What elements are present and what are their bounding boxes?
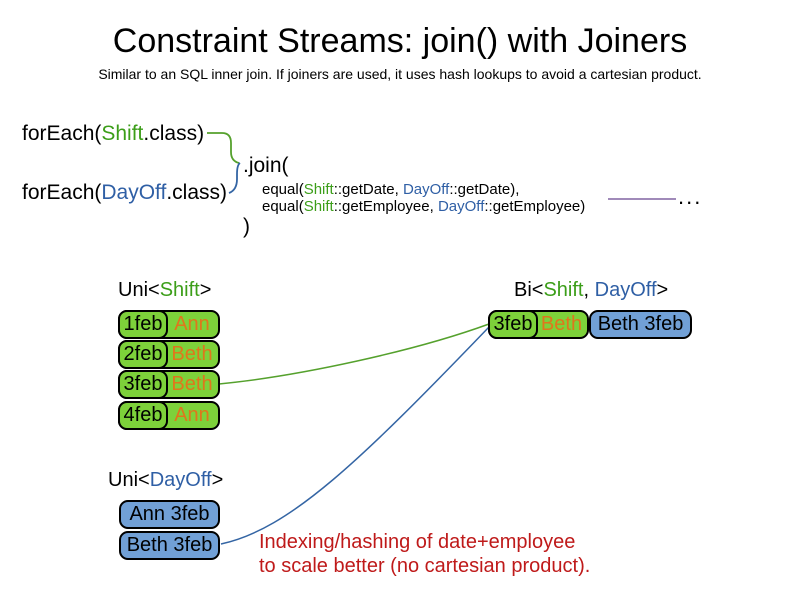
annotation-line-1: Indexing/hashing of date+employee [259,531,576,553]
shift-employee-cell: Ann [174,404,210,426]
join-brace-blue-connector [228,162,241,194]
code-segment: .class) [143,122,205,145]
uni-shift-heading: Uni<Shift> [118,279,211,302]
shift-employee-cell: Ann [174,313,210,335]
shift-employee-cell: Beth [171,373,213,395]
heading-segment: > [656,279,669,301]
bi-shift-part: 3feb Beth [488,310,589,339]
bi-shift-date-cell: 3feb [488,310,538,339]
shift-class-token: Shift [543,279,584,301]
shift-row: 2feb Beth [118,340,220,369]
shift-row-to-bi-connector [218,323,490,385]
heading-segment: Bi< [514,279,544,301]
dayoff-row: Ann 3feb [119,500,220,529]
join-close-code: ) [243,215,250,238]
dayoff-class-token: DayOff [594,279,657,301]
shift-row: 4feb Ann [118,401,220,430]
heading-segment: > [199,279,212,301]
dayoff-class-token: DayOff [101,181,167,204]
join-open-code: .join( [243,154,289,177]
bi-dayoff-cell: Beth 3feb [597,313,684,335]
bi-shift-employee-cell: Beth [540,313,583,335]
dayoff-cell: Beth 3feb [126,534,213,556]
foreach-dayoff-code: forEach(DayOff.class) [22,181,227,205]
slide-title: Constraint Streams: join() with Joiners [112,22,688,60]
code-segment: forEach( [22,181,102,204]
slide-subtitle: Similar to an SQL inner join. If joiners… [98,66,702,82]
shift-date-cell: 1feb [118,310,168,339]
more-joiners-ellipsis: ... [678,184,703,209]
dayoff-class-token: DayOff [437,198,485,215]
shift-class-token: Shift [159,279,200,301]
shift-class-token: Shift [101,122,144,145]
bi-heading: Bi<Shift, DayOff> [514,279,668,302]
shift-date-cell: 4feb [118,401,168,430]
shift-class-token: Shift [303,181,334,198]
dayoff-row: Beth 3feb [119,531,220,560]
code-segment: ::getEmployee, [333,198,438,215]
shift-employee-cell: Beth [171,343,213,365]
shift-row: 3feb Beth [118,370,220,399]
heading-segment: > [211,469,224,491]
foreach-shift-code: forEach(Shift.class) [22,122,204,146]
shift-date-cell: 3feb [118,370,168,399]
dayoff-class-token: DayOff [149,469,212,491]
code-segment: equal( [262,198,304,215]
code-segment: forEach( [22,122,102,145]
join-brace-green-connector [207,132,240,164]
joiner-date-code: equal(Shift::getDate, DayOff::getDate), [262,181,519,198]
dayoff-class-token: DayOff [402,181,450,198]
code-segment: ::getDate, [333,181,403,198]
heading-segment: Uni< [118,279,160,301]
code-segment: equal( [262,181,304,198]
code-segment: ::getDate), [449,181,520,198]
joiner-employee-code: equal(Shift::getEmployee, DayOff::getEmp… [262,198,585,215]
heading-segment: Uni< [108,469,150,491]
shift-row: 1feb Ann [118,310,220,339]
annotation-line-2: to scale better (no cartesian product). [259,555,591,577]
dayoff-cell: Ann 3feb [129,503,210,525]
code-segment: .class) [166,181,228,204]
dayoff-row-to-bi-connector [220,326,490,545]
shift-date-cell: 2feb [118,340,168,369]
code-segment: ::getEmployee) [484,198,586,215]
shift-class-token: Shift [303,198,334,215]
uni-dayoff-heading: Uni<DayOff> [108,469,223,492]
heading-segment: , [583,279,595,301]
bi-dayoff-part: Beth 3feb [589,310,692,339]
